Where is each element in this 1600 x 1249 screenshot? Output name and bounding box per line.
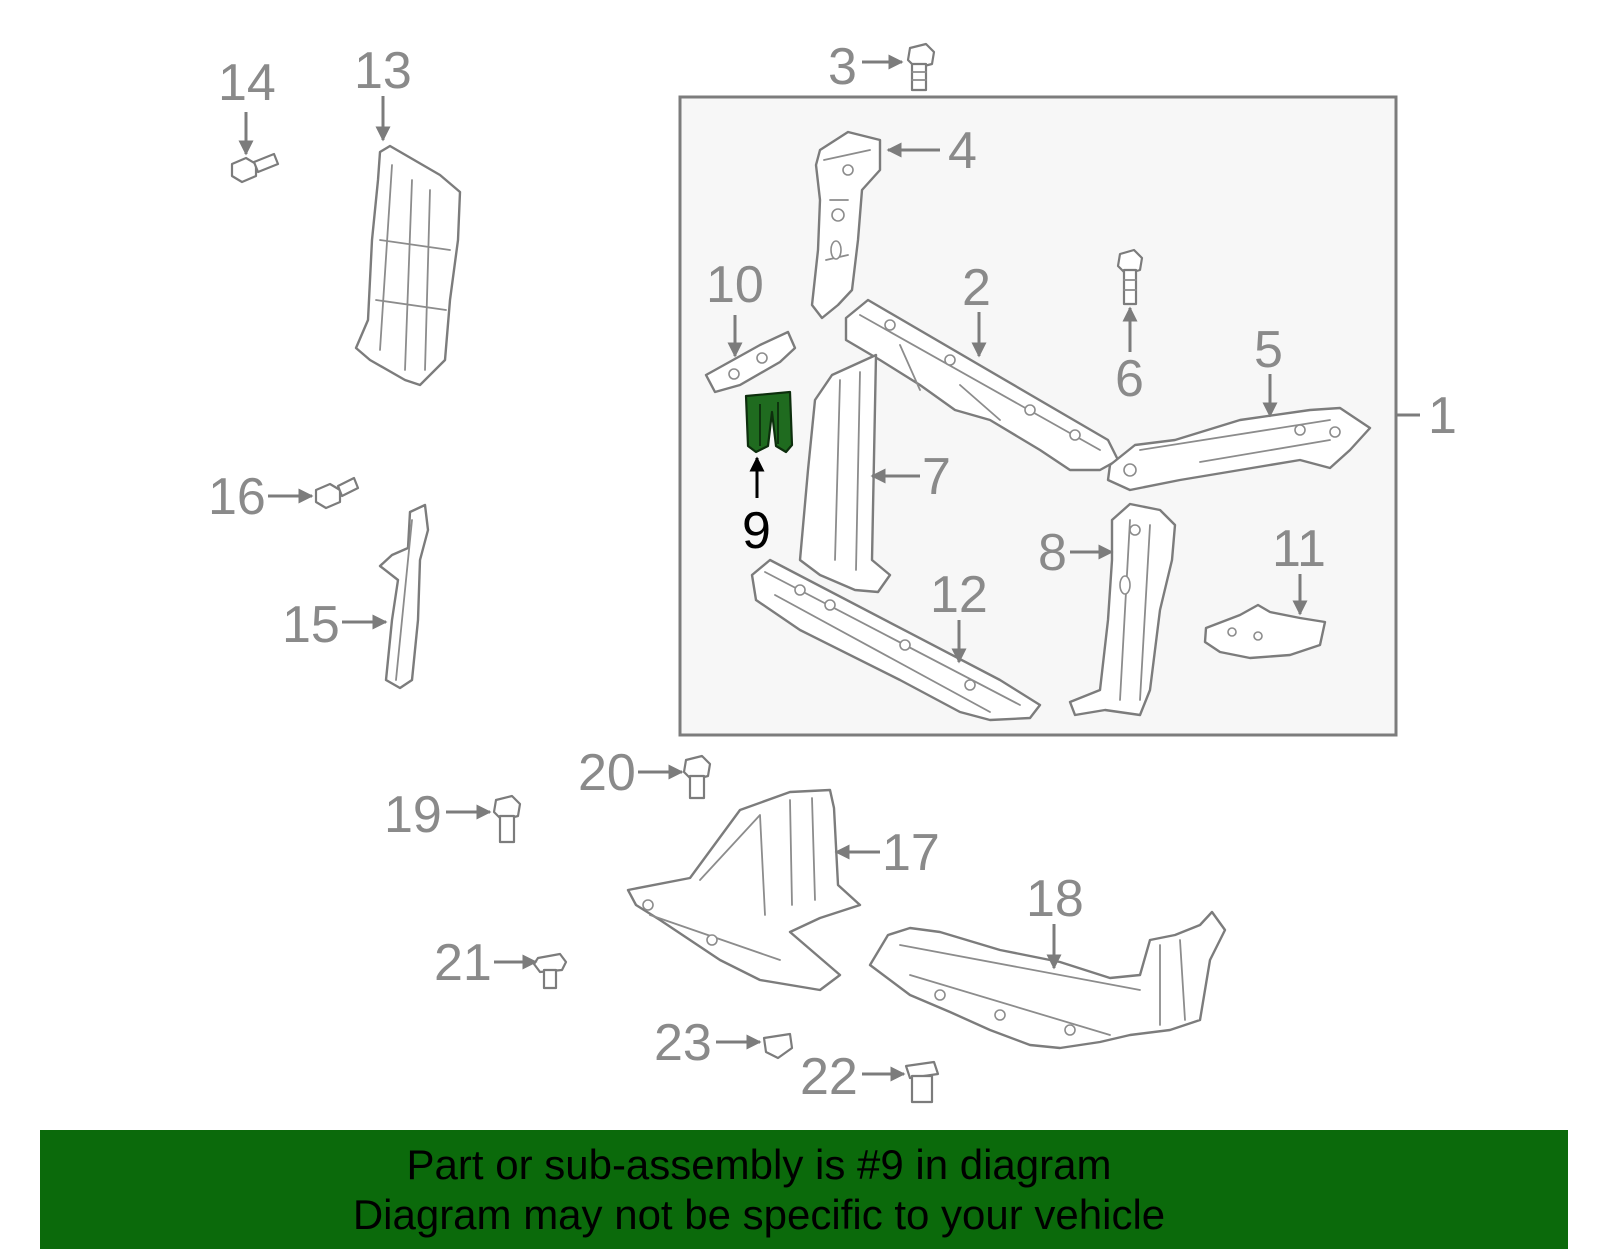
part-5-side-support[interactable] [1106, 406, 1372, 492]
callout-21[interactable]: 21 [434, 934, 492, 992]
callout-23[interactable]: 23 [654, 1014, 712, 1072]
callout-20[interactable]: 20 [578, 744, 636, 802]
callout-2[interactable]: 2 [962, 259, 991, 317]
banner-line-2: Diagram may not be specific to your vehi… [352, 1191, 1166, 1238]
part-6-bolt[interactable] [1116, 248, 1144, 306]
callout-9[interactable]: 9 [742, 502, 771, 560]
part-11-bracket[interactable] [1203, 603, 1327, 660]
callout-1[interactable]: 1 [1428, 387, 1457, 445]
parts-diagram: 1 3 4 2 6 5 [208, 38, 1457, 1106]
part-7-vertical-support[interactable] [798, 353, 892, 594]
callout-8[interactable]: 8 [1038, 524, 1067, 582]
part-4-upper-support[interactable] [810, 130, 882, 320]
part-13-air-guide[interactable] [354, 144, 462, 387]
part-18-under-cover[interactable] [868, 910, 1227, 1050]
part-16-bolt[interactable] [314, 476, 360, 510]
part-17-side-cover[interactable] [626, 788, 862, 992]
callout-13[interactable]: 13 [354, 42, 412, 100]
part-8-side-support[interactable] [1068, 502, 1177, 717]
part-15-upright[interactable] [378, 503, 430, 690]
callout-12[interactable]: 12 [930, 566, 988, 624]
callout-16[interactable]: 16 [208, 468, 266, 526]
callout-4[interactable]: 4 [948, 122, 977, 180]
info-banner: Part or sub-assembly is #9 in diagram Di… [40, 1130, 1568, 1249]
part-3-bolt[interactable] [906, 42, 936, 92]
callout-5[interactable]: 5 [1254, 321, 1283, 379]
part-10-bracket[interactable] [704, 330, 797, 394]
callout-10[interactable]: 10 [706, 256, 764, 314]
callout-11[interactable]: 11 [1272, 520, 1326, 578]
part-21-clip[interactable] [532, 952, 568, 990]
callout-22[interactable]: 22 [800, 1048, 858, 1106]
callout-17[interactable]: 17 [882, 824, 940, 882]
part-22-clip[interactable] [904, 1060, 940, 1104]
part-23-clip[interactable] [762, 1032, 794, 1060]
part-12-lower-crossmember[interactable] [750, 558, 1042, 722]
callout-3[interactable]: 3 [828, 38, 857, 96]
part-14-bolt[interactable] [230, 152, 280, 184]
part-9-highlighted[interactable] [744, 390, 794, 454]
callout-15[interactable]: 15 [282, 596, 340, 654]
part-2-upper-crossmember[interactable] [844, 298, 1120, 472]
callout-6[interactable]: 6 [1115, 350, 1144, 408]
banner-line-1: Part or sub-assembly is #9 in diagram [406, 1141, 1112, 1188]
callout-19[interactable]: 19 [384, 786, 442, 844]
callout-14[interactable]: 14 [218, 54, 276, 112]
callout-18[interactable]: 18 [1026, 870, 1084, 928]
part-19-bolt[interactable] [492, 794, 522, 844]
part-20-bolt[interactable] [682, 754, 712, 800]
callout-7[interactable]: 7 [922, 448, 951, 506]
